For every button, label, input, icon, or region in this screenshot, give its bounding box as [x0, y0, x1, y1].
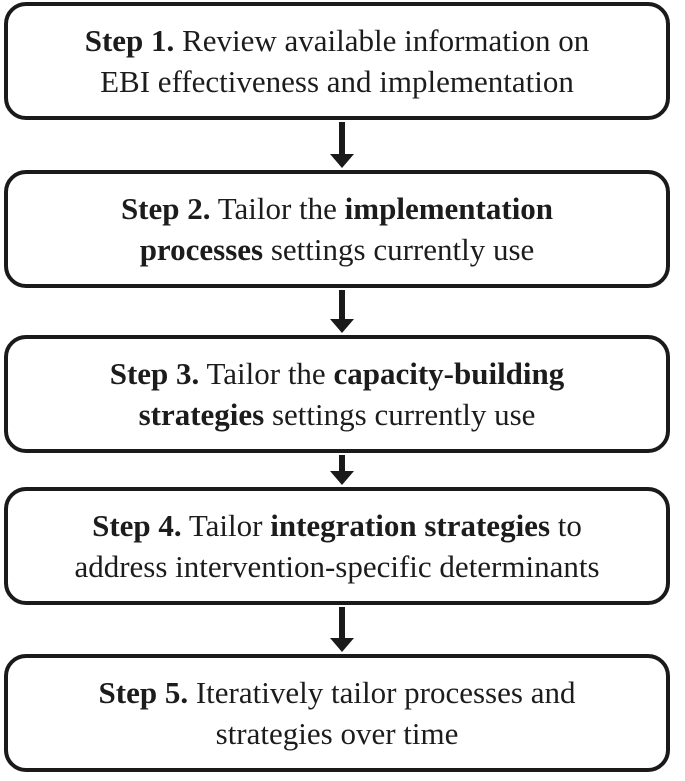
step-5-box: Step 5. Iteratively tailor processes and… — [4, 654, 670, 772]
step-3-box: Step 3. Tailor the capacity-building str… — [4, 335, 670, 453]
step-1-line-2: EBI effectiveness and implementation — [100, 64, 574, 99]
step-4-line-1: Step 4. Tailor integration strategies to — [92, 508, 582, 543]
step-4-line-2: address intervention-specific determinan… — [74, 549, 600, 584]
step-2-label: Step 2. — [120, 191, 211, 226]
step-1-label: Step 1. — [84, 23, 175, 58]
step-2-line-1: Step 2. Tailor the implementation — [120, 191, 554, 226]
step-1-box: Step 1. Review available information on … — [4, 2, 670, 120]
step-5-line-1: Step 5. Iteratively tailor processes and — [98, 675, 576, 710]
arrow-1-2 — [330, 122, 354, 168]
step-3-line-1: Step 3. Tailor the capacity-building — [109, 356, 565, 391]
step-2-line-2: processes settings currently use — [139, 232, 535, 267]
step-3-line-2: strategies settings currently use — [138, 397, 536, 432]
step-2-box: Step 2. Tailor the implementation proces… — [4, 170, 670, 288]
step-4-label: Step 4. — [92, 508, 182, 543]
step-4-box: Step 4. Tailor integration strategies to… — [4, 487, 670, 605]
step-1-line-1: Step 1. Review available information on — [84, 23, 590, 58]
step-5-label: Step 5. — [98, 675, 189, 710]
arrow-4-5 — [330, 607, 354, 652]
step-5-line-2: strategies over time — [215, 716, 459, 751]
arrow-3-4 — [330, 455, 354, 485]
step-3-label: Step 3. — [109, 356, 200, 391]
arrow-2-3 — [330, 290, 354, 333]
